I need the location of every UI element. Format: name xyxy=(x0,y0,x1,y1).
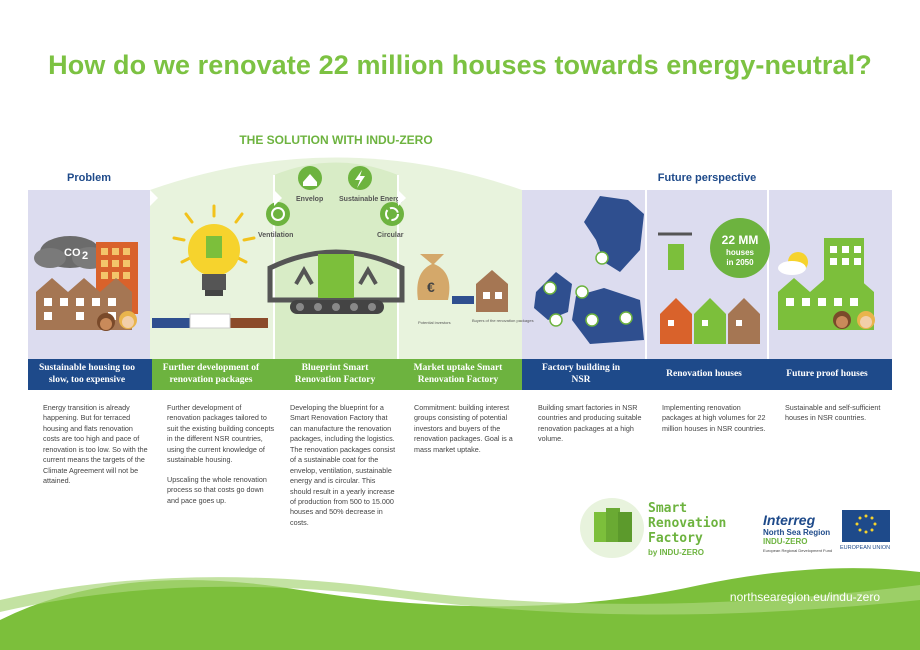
deal-handshake-icon xyxy=(452,296,474,304)
further-dev-paragraph-2: Upscaling the whole renovation process s… xyxy=(167,474,267,505)
circular-icon: Circular xyxy=(377,202,404,239)
svg-text:in 2050: in 2050 xyxy=(726,258,754,267)
footer-wave xyxy=(0,568,920,650)
handshake-icon xyxy=(152,313,268,329)
blueprint-paragraph: Developing the blueprint for a Smart Ren… xyxy=(290,403,396,527)
factory-nsr-paragraph: Building smart factories in NSR countrie… xyxy=(538,403,642,444)
interreg-fund: European Regional Development Fund xyxy=(763,548,833,553)
solution-heading: THE SOLUTION WITH INDU-ZERO xyxy=(239,133,433,147)
money-bag-icon: € Potential investors xyxy=(417,254,451,325)
header-factory-nsr: Factory building in NSR xyxy=(522,359,646,390)
interreg-region: North Sea Region xyxy=(763,528,831,537)
svg-text:2: 2 xyxy=(82,250,88,262)
lightbulb-icon xyxy=(172,204,256,296)
header-future-proof: Future proof houses xyxy=(768,359,892,390)
srf-logo-text: Smart Renovation Factory xyxy=(648,501,758,547)
svg-text:houses: houses xyxy=(726,248,755,257)
srf-logo-icon xyxy=(580,498,644,558)
buyers-house-icon: Buyers of the renovation packages xyxy=(472,270,534,323)
drone-icon xyxy=(658,232,692,270)
header-problem: Sustainable housing too slow, too expens… xyxy=(28,359,152,390)
22mm-badge: 22 MM houses in 2050 xyxy=(710,218,770,278)
ventilation-icon: Ventilation xyxy=(258,202,293,239)
terraced-houses-icon xyxy=(36,278,132,330)
renovation-text: Implementing renovation packages at high… xyxy=(662,403,770,443)
svg-text:CO: CO xyxy=(64,247,81,259)
interreg-brand: Interreg xyxy=(763,512,816,528)
website-link[interactable]: northsearegion.eu/indu-zero xyxy=(729,590,880,604)
problem-text: Energy transition is already happening. … xyxy=(43,403,151,496)
future-proof-text: Sustainable and self-sufficient houses i… xyxy=(785,403,893,433)
renovation-paragraph: Implementing renovation packages at high… xyxy=(662,403,766,433)
srf-subtitle: by INDU-ZERO xyxy=(648,548,704,557)
market-paragraph: Commitment: building interest groups con… xyxy=(414,403,513,454)
page-title: How do we renovate 22 million houses tow… xyxy=(48,50,872,80)
market-text: Commitment: building interest groups con… xyxy=(414,403,522,464)
eu-label: EUROPEAN UNION xyxy=(840,545,891,551)
problem-heading: Problem xyxy=(66,172,111,184)
header-blueprint: Blueprint Smart Renovation Factory xyxy=(276,359,400,390)
eu-flag-icon xyxy=(842,510,890,542)
srf-line-1: Smart xyxy=(648,501,688,516)
renovated-houses-icon xyxy=(660,298,760,344)
nsr-map-icon xyxy=(534,196,644,344)
sun-cloud-icon xyxy=(778,252,808,275)
header-further-dev: Further development of renovation packag… xyxy=(152,359,276,390)
srf-line-3: Factory xyxy=(648,530,703,546)
flow-arrows xyxy=(150,190,406,206)
future-heading: Future perspective xyxy=(657,172,757,184)
svg-text:22 MM: 22 MM xyxy=(722,233,759,247)
sustainable-energy-icon: Sustainable Energy xyxy=(339,166,404,203)
factory-nsr-text: Building smart factories in NSR countrie… xyxy=(538,403,646,454)
interreg-logo: Interreg North Sea Region INDU-ZERO Euro… xyxy=(763,512,832,553)
svg-text:Circular: Circular xyxy=(377,232,404,239)
further-dev-paragraph-1: Further development of renovation packag… xyxy=(167,403,275,465)
happy-people-icon xyxy=(833,311,875,329)
interreg-indu: INDU-ZERO xyxy=(763,537,808,546)
problem-paragraph: Energy transition is already happening. … xyxy=(43,403,148,486)
svg-text:Sustainable Energy: Sustainable Energy xyxy=(339,196,404,203)
svg-text:Envelop: Envelop xyxy=(296,196,323,203)
header-market: Market uptake Smart Renovation Factory xyxy=(400,359,522,390)
svg-text:Buyers of the renovation packa: Buyers of the renovation packages xyxy=(472,318,534,323)
further-dev-text: Further development of renovation packag… xyxy=(167,403,275,515)
envelop-icon: Envelop xyxy=(296,166,323,203)
svg-text:Ventilation: Ventilation xyxy=(258,232,293,239)
srf-line-2: Renovation xyxy=(648,515,727,531)
svg-text:Potential investors: Potential investors xyxy=(418,320,451,325)
svg-text:€: € xyxy=(427,279,435,295)
factory-icon xyxy=(267,249,405,314)
header-renovation: Renovation houses xyxy=(646,359,768,390)
future-proof-paragraph: Sustainable and self-sufficient houses i… xyxy=(785,403,881,423)
blueprint-text: Developing the blueprint for a Smart Ren… xyxy=(290,403,398,537)
people-icon xyxy=(97,311,137,331)
